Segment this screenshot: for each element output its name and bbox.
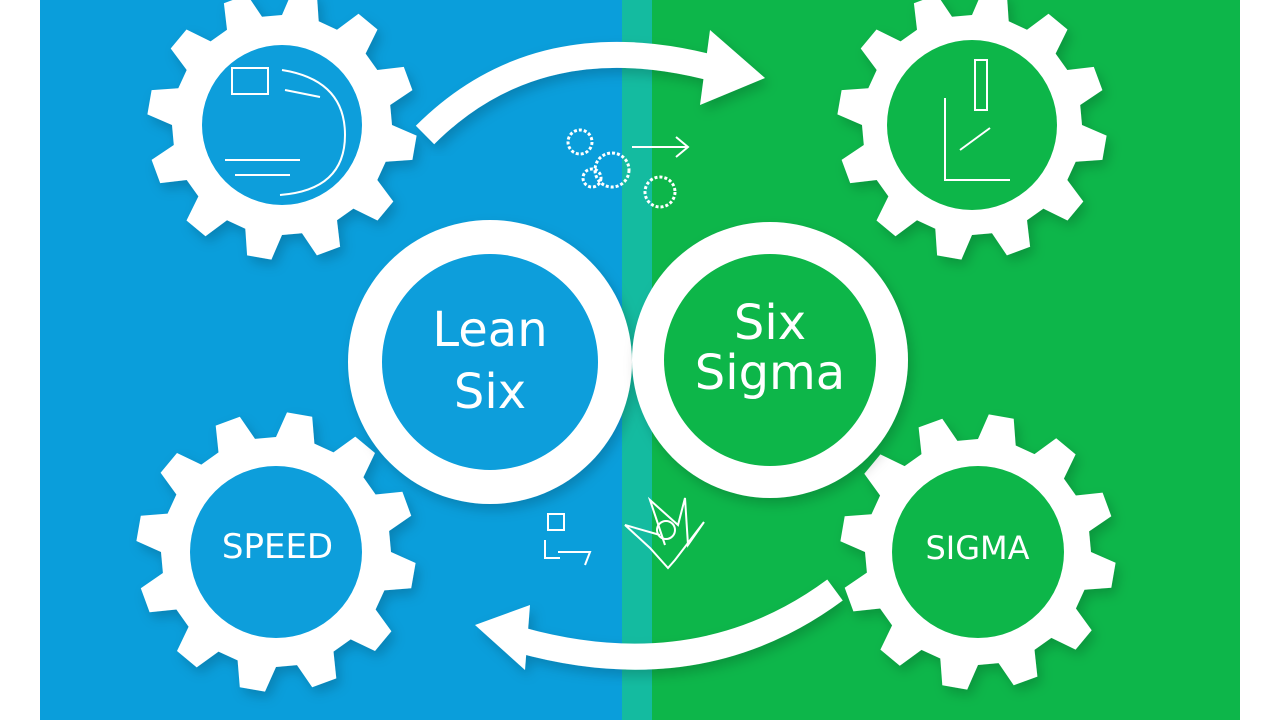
speed-label: SPEED <box>221 527 334 567</box>
top-right-gear <box>837 0 1107 260</box>
gear-center <box>190 466 362 638</box>
six-text: Six <box>453 364 527 421</box>
gears-icon <box>566 128 677 209</box>
six-sigma-label: Six Sigma <box>670 298 870 399</box>
bottom-arrow <box>475 579 843 670</box>
lean-six-label: Lean Six <box>400 305 580 418</box>
gear-center <box>887 40 1057 210</box>
bar-chart-icon <box>944 59 1010 181</box>
gear-center <box>892 466 1064 638</box>
top-arrow <box>415 30 765 145</box>
lean-six-circle <box>348 220 632 504</box>
bottom-left-gear <box>136 412 416 692</box>
arrow-right-icon <box>632 136 690 158</box>
bottom-right-gear <box>840 414 1116 690</box>
process-icon <box>544 513 592 566</box>
six-sigma-circle <box>632 222 908 498</box>
six-text: Six <box>733 295 807 351</box>
sigma-text: Sigma <box>694 345 846 402</box>
star-flower-icon <box>624 496 705 570</box>
sigma-gear-label: SIGMA <box>925 529 1030 567</box>
flow-chart-icon <box>225 67 347 196</box>
gear-center <box>202 45 362 205</box>
lean-text: Lean <box>432 302 548 358</box>
